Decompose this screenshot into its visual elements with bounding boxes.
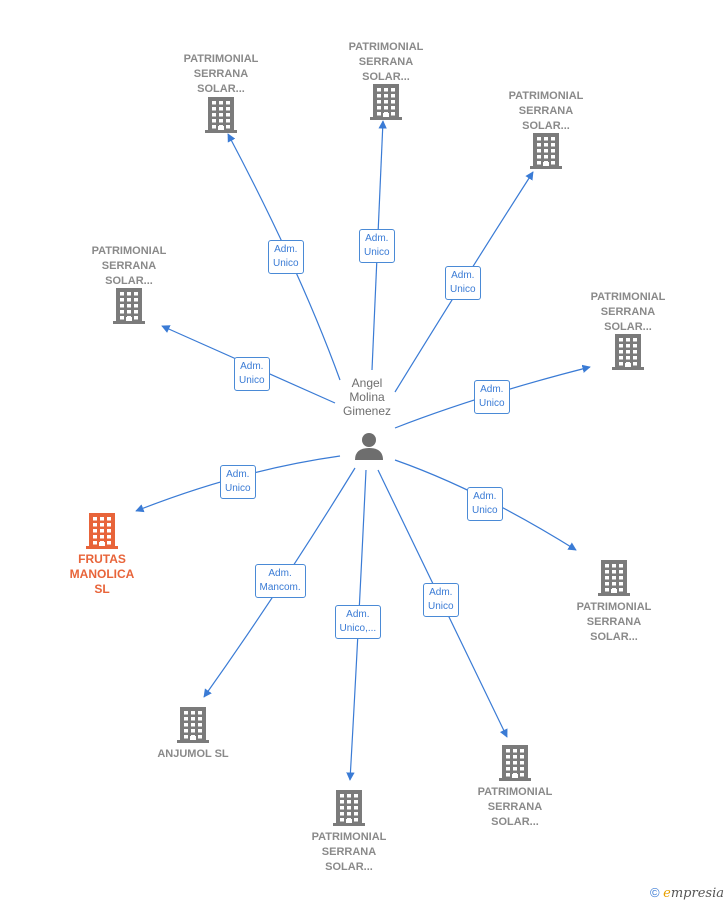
- edge-label-line: Adm.: [365, 233, 389, 244]
- company-label-n2[interactable]: PATRIMONIAL SERRANA SOLAR...: [326, 40, 446, 85]
- edge-label-line: Unico: [239, 375, 265, 386]
- building-icon-n5[interactable]: [612, 334, 644, 370]
- company-label-line: SERRANA: [321, 846, 377, 858]
- company-label-line: SERRANA: [487, 801, 543, 813]
- building-icon-n10[interactable]: [499, 745, 531, 781]
- company-label-line: ANJUMOL SL: [157, 748, 229, 760]
- building-icon-n3[interactable]: [530, 133, 562, 169]
- company-label-n4[interactable]: PATRIMONIAL SERRANA SOLAR...: [69, 244, 189, 289]
- company-label-line: SERRANA: [518, 105, 574, 117]
- edge-label-n9[interactable]: Adm. Unico,...: [334, 605, 382, 639]
- edge-label-line: Unico,...: [339, 623, 377, 634]
- brand-logo: empresia: [663, 886, 724, 901]
- edge-label-line: Adm.: [240, 361, 264, 372]
- company-label-line: PATRIMONIAL: [91, 245, 167, 257]
- company-label-line: SERRANA: [586, 616, 642, 628]
- company-label-line: PATRIMONIAL: [477, 786, 553, 798]
- company-label-line: PATRIMONIAL: [348, 41, 424, 53]
- edge-label-line: Unico: [472, 505, 498, 516]
- company-label-n8[interactable]: ANJUMOL SL: [133, 747, 253, 762]
- edge-label-line: Adm.: [274, 244, 298, 255]
- company-label-n7[interactable]: PATRIMONIAL SERRANA SOLAR...: [554, 600, 674, 645]
- edge-label-line: Mancom.: [259, 582, 301, 593]
- company-label-n10[interactable]: PATRIMONIAL SERRANA SOLAR...: [455, 785, 575, 830]
- company-label-line: SOLAR...: [522, 120, 570, 132]
- company-label-line: SERRANA: [101, 260, 157, 272]
- building-icon-n9[interactable]: [333, 790, 365, 826]
- company-label-line: PATRIMONIAL: [590, 291, 666, 303]
- edge-label-line: Adm.: [226, 469, 250, 480]
- person-icon[interactable]: [355, 433, 383, 460]
- company-label-n3[interactable]: PATRIMONIAL SERRANA SOLAR...: [486, 89, 606, 134]
- edge-label-line: Unico: [450, 284, 476, 295]
- edge-label-n7[interactable]: Adm. Unico: [467, 487, 503, 521]
- edge-label-line: Unico: [428, 601, 454, 612]
- company-label-line: PATRIMONIAL: [508, 90, 584, 102]
- edge-label-line: Adm.: [268, 568, 292, 579]
- company-label-line: SERRANA: [600, 306, 656, 318]
- company-label-n5[interactable]: PATRIMONIAL SERRANA SOLAR...: [568, 290, 688, 335]
- company-label-line: FRUTAS: [78, 552, 126, 566]
- company-label-n9[interactable]: PATRIMONIAL SERRANA SOLAR...: [289, 830, 409, 875]
- edge-label-line: Unico: [225, 483, 251, 494]
- company-label-line: SOLAR...: [362, 71, 410, 83]
- edge-label-line: Adm.: [429, 587, 453, 598]
- edge-label-n6[interactable]: Adm. Unico: [220, 465, 256, 499]
- company-label-line: PATRIMONIAL: [576, 601, 652, 613]
- edge-label-line: Adm.: [473, 491, 497, 502]
- building-icon-n2[interactable]: [370, 84, 402, 120]
- company-label-line: SOLAR...: [491, 816, 539, 828]
- edge-label-line: Unico: [479, 398, 505, 409]
- building-icon-n1[interactable]: [205, 97, 237, 133]
- company-label-line: SOLAR...: [604, 321, 652, 333]
- company-label-n1[interactable]: PATRIMONIAL SERRANA SOLAR...: [161, 52, 281, 97]
- company-label-line: PATRIMONIAL: [311, 831, 387, 843]
- edge-label-n1[interactable]: Adm. Unico: [268, 240, 304, 274]
- company-label-line: SOLAR...: [105, 275, 153, 287]
- building-icon-n6[interactable]: [86, 513, 118, 549]
- building-icon-n4[interactable]: [113, 288, 145, 324]
- company-label-line: MANOLICA: [69, 567, 135, 581]
- edge-label-line: Adm.: [451, 270, 475, 281]
- company-label-line: SOLAR...: [325, 861, 373, 873]
- company-label-line: SOLAR...: [197, 83, 245, 95]
- company-label-line: PATRIMONIAL: [183, 53, 259, 65]
- edge-label-n10[interactable]: Adm. Unico: [423, 583, 459, 617]
- edge-label-n8[interactable]: Adm. Mancom.: [254, 564, 306, 598]
- company-label-line: SERRANA: [193, 68, 249, 80]
- center-person-name[interactable]: Angel Molina Gimenez: [342, 376, 392, 418]
- edge-label-line: Unico: [364, 247, 390, 258]
- building-icon-n8[interactable]: [177, 707, 209, 743]
- company-label-line: SL: [94, 582, 110, 596]
- company-label-line: SERRANA: [358, 56, 414, 68]
- edge-label-n4[interactable]: Adm. Unico: [234, 357, 270, 391]
- edge-label-n3[interactable]: Adm. Unico: [445, 266, 481, 300]
- building-icon-n7[interactable]: [598, 560, 630, 596]
- edge-label-line: Unico: [273, 258, 299, 269]
- edge-label-line: Adm.: [480, 384, 504, 395]
- edge-label-n5[interactable]: Adm. Unico: [474, 380, 510, 414]
- copyright-footer: © empresia: [650, 885, 724, 901]
- copyright-icon: ©: [649, 885, 660, 900]
- edge-label-line: Adm.: [346, 609, 370, 620]
- edge-label-n2[interactable]: Adm. Unico: [359, 229, 395, 263]
- company-label-line: SOLAR...: [590, 631, 638, 643]
